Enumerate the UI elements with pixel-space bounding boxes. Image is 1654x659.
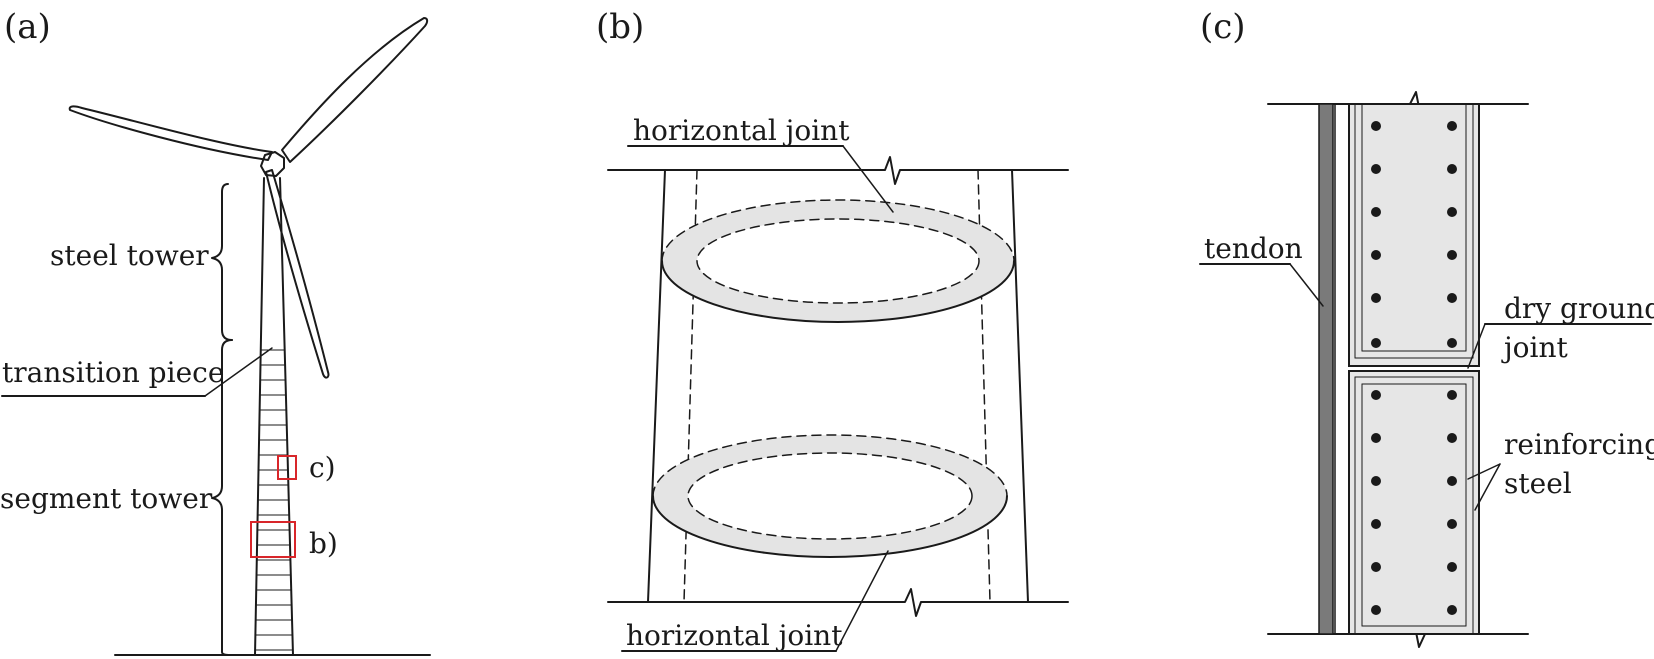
rebar-dot (1447, 433, 1457, 443)
panel-b: (b) horizontal joint horizontal joi (596, 7, 1069, 652)
bottom-break-line (607, 588, 1069, 617)
top-break-line (607, 156, 1069, 185)
detail-box-b (250, 521, 296, 558)
rebar-dot (1371, 519, 1381, 529)
label-joint-bottom: horizontal joint (626, 619, 843, 652)
rebar-dot (1447, 121, 1457, 131)
label-joint: joint (1501, 331, 1569, 364)
rebar-dot (1371, 562, 1381, 572)
rebar-dot (1371, 390, 1381, 400)
rebar-dot (1447, 605, 1457, 615)
rebar-dot (1371, 476, 1381, 486)
rebar-dot (1371, 250, 1381, 260)
leader-joint-bottom-line (835, 550, 889, 652)
outer-wall-left (647, 169, 666, 603)
rebar-dot (1447, 250, 1457, 260)
label-steel-tower: steel tower (50, 239, 209, 272)
rebar-dot (1371, 338, 1381, 348)
label-transition-piece: transition piece (2, 356, 224, 389)
rebar-dot (1447, 164, 1457, 174)
label-segment-tower: segment tower (0, 482, 213, 515)
label-detail-c: c) (309, 451, 336, 484)
rebar-dots (1371, 121, 1457, 615)
rebar-dot (1447, 390, 1457, 400)
detail-box-c (277, 455, 297, 480)
rebar-dot (1447, 519, 1457, 529)
rebar-dot (1371, 293, 1381, 303)
rebar-dot (1447, 207, 1457, 217)
segment-upper (1348, 103, 1480, 367)
rotor-hub (260, 151, 285, 177)
rebar-dot (1447, 338, 1457, 348)
label-steel: steel (1504, 467, 1572, 500)
label-detail-b: b) (309, 527, 338, 560)
rebar-dot (1371, 164, 1381, 174)
rebar-dot (1371, 207, 1381, 217)
rebar-dot (1371, 121, 1381, 131)
tower-segment-lines (255, 349, 293, 651)
label-dry-ground: dry ground (1504, 292, 1654, 325)
label-reinforcing: reinforcing (1504, 428, 1654, 461)
panel-b-label: (b) (596, 7, 644, 47)
outer-wall-right (1011, 169, 1029, 603)
label-tendon: tendon (1204, 232, 1303, 265)
tower (254, 177, 294, 656)
leader-joint-line (1467, 323, 1486, 369)
rebar-dot (1371, 433, 1381, 443)
segment-lower (1348, 370, 1480, 635)
rotor-blades (68, 17, 429, 379)
label-joint-top: horizontal joint (633, 114, 850, 147)
rebar-dot (1447, 293, 1457, 303)
rebar-dot (1447, 476, 1457, 486)
panel-c: (c) t (1199, 7, 1654, 648)
steel-tower-brace (211, 183, 233, 341)
inner-wall-right (977, 169, 991, 603)
panel-a-label: (a) (4, 7, 51, 47)
segment-tower-brace (211, 339, 233, 656)
rebar-dot (1447, 562, 1457, 572)
leader-reinforcing-line (1467, 463, 1501, 480)
rebar-dot (1371, 605, 1381, 615)
leader-tendon-line (1289, 263, 1324, 307)
tendon-bar (1318, 103, 1334, 635)
panel-a: (a) steel tower transition piece segment… (0, 7, 431, 656)
joint-ring-bottom (652, 434, 1008, 558)
joint-ring-top (661, 199, 1015, 323)
leader-transition-line (204, 347, 273, 397)
leader-steel-line (1474, 463, 1501, 511)
leader-joint-top-line (842, 145, 894, 213)
panel-c-label: (c) (1200, 7, 1246, 47)
